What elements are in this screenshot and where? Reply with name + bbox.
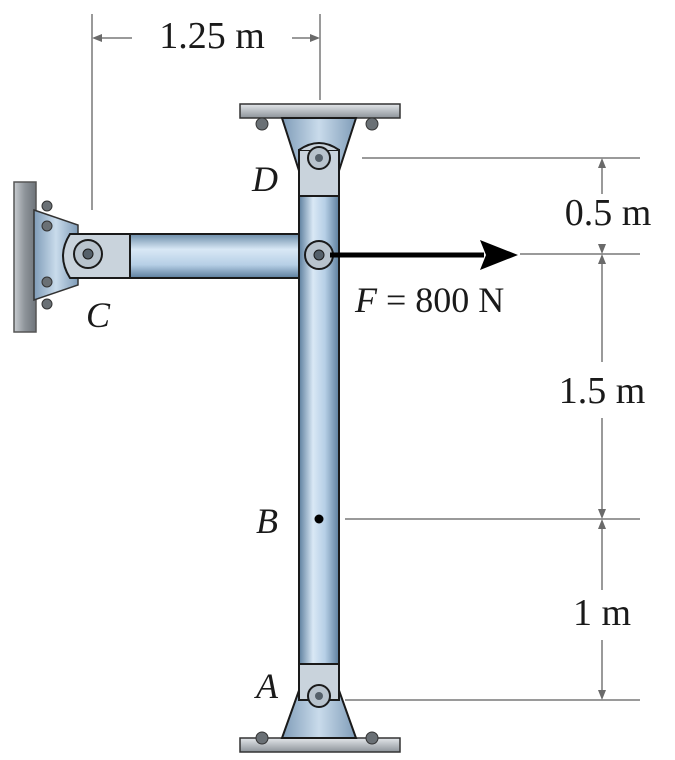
bolt-icon — [255, 731, 269, 745]
bolt-icon — [41, 220, 53, 232]
bolt-icon — [365, 117, 379, 131]
bolt-icon — [365, 731, 379, 745]
arrowhead-right — [310, 34, 320, 42]
pin-b-junction-center-icon — [313, 249, 325, 261]
arrowhead-d-down — [598, 158, 606, 168]
arrowhead-b-up — [598, 509, 606, 519]
dimension-lines — [91, 14, 640, 701]
arrowhead-a-up — [598, 690, 606, 700]
pins — [304, 146, 334, 708]
wall-plate — [13, 181, 37, 333]
dimension-label-b-a: 1 m — [573, 592, 631, 634]
dimension-label-horizontal: 1.25 m — [159, 15, 265, 57]
dimension-label-d-force: 0.5 m — [565, 192, 652, 234]
member-cb — [62, 233, 331, 279]
arrowhead-b-down — [598, 519, 606, 529]
arrowhead-left — [92, 34, 102, 42]
force-arrowhead-icon — [480, 240, 518, 270]
dimension-arrowheads — [92, 34, 606, 700]
bolt-icon — [41, 200, 53, 212]
arrowhead-force-up — [598, 244, 606, 254]
bolt-icon — [255, 117, 269, 131]
pin-d-center-icon — [315, 154, 323, 162]
force-value: = 800 N — [386, 280, 504, 320]
pin-a-center-icon — [315, 692, 323, 700]
bolt-icon — [41, 276, 53, 288]
wall-support-c — [13, 181, 79, 333]
pin-c-center-icon — [82, 248, 94, 260]
ceiling-plate — [239, 103, 401, 119]
force-label: F = 800 N — [354, 280, 504, 320]
point-label-b: B — [256, 501, 278, 541]
point-label-c: C — [86, 295, 111, 335]
point-label-d: D — [251, 159, 278, 199]
dimension-label-force-b: 1.5 m — [559, 370, 646, 412]
point-b-dot-icon — [314, 514, 324, 524]
force-arrow — [330, 240, 518, 270]
force-symbol: F — [354, 280, 378, 320]
bolt-icon — [41, 298, 53, 310]
member-da — [298, 142, 340, 701]
point-label-a: A — [254, 666, 279, 706]
arrowhead-force-down — [598, 254, 606, 264]
